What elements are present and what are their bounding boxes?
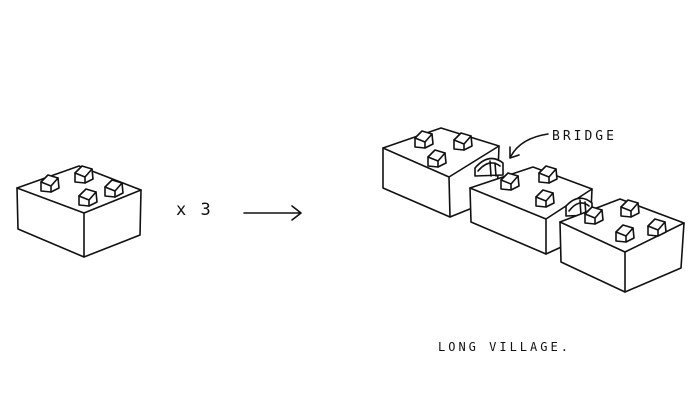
arrow-right-icon [243,205,302,221]
house-icon [414,130,434,149]
multiplier-label: x 3 [176,200,213,220]
bridge-label: BRIDGE [552,129,617,144]
caption-long-village: LONG VILLAGE. [438,340,571,354]
house-icon [500,172,520,191]
village-block-3 [559,198,685,293]
bridge-pointer-arrow [509,133,549,159]
house-icon [538,165,558,184]
single-block [16,165,142,258]
bridge-icon [474,157,504,177]
house-icon [40,174,60,193]
